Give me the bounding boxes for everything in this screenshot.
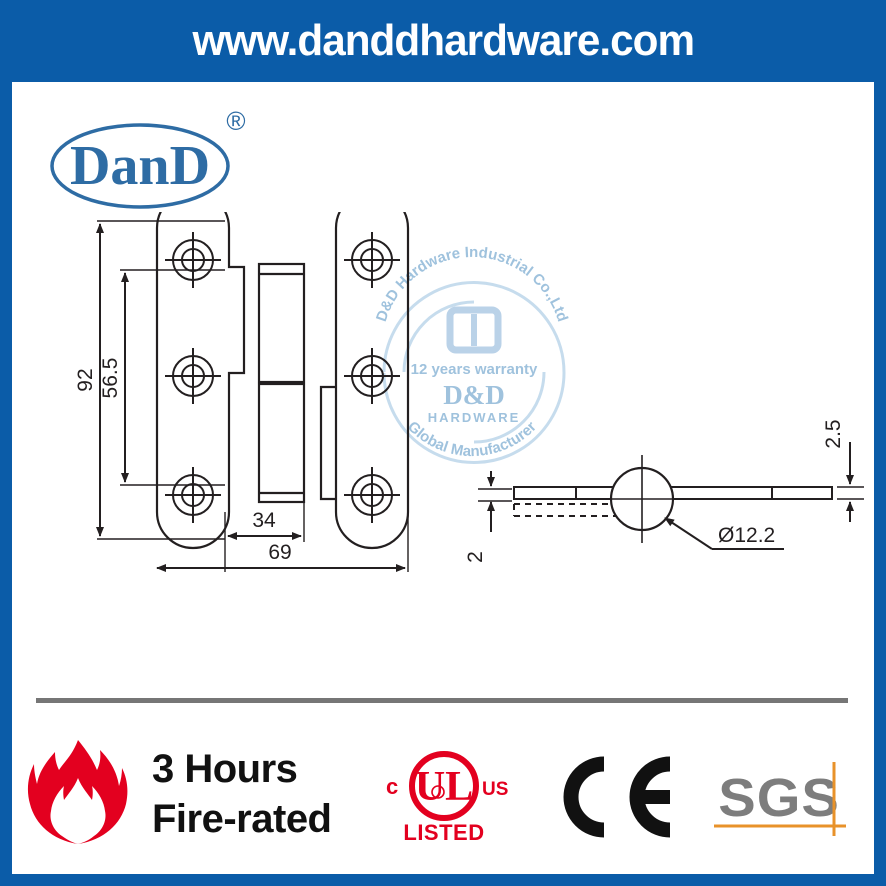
watermark-ring (382, 281, 566, 464)
dimension-2: 2 (464, 471, 512, 563)
flame-icon-svg (27, 740, 128, 844)
ce-logo-svg (563, 756, 671, 838)
fire-rating-line2: Fire-rated (152, 797, 332, 841)
left-leaf-outline (155, 190, 246, 550)
ul-logo-svg: c UL US LISTED (386, 751, 508, 845)
watermark-inner-arc-2 (473, 371, 546, 444)
knuckle-lower (257, 382, 306, 504)
screw-hole-left-top (163, 230, 223, 290)
dimension-69: 69 (156, 541, 406, 572)
ul-prefix-c: c (386, 774, 398, 799)
watermark-logo-icon (446, 306, 502, 354)
dimension-56-5-label: 56.5 (99, 358, 122, 399)
watermark-warranty: 12 years warranty (411, 361, 538, 378)
right-leaf-outline (319, 190, 410, 550)
dimension-2-5: 2.5 (822, 419, 864, 522)
watermark-brand: D&D (443, 380, 505, 410)
sgs-wordmark: SGS (718, 767, 840, 828)
ce-letter-c (563, 756, 605, 838)
dimension-92: 92 (74, 223, 104, 537)
registered-trademark-icon: ® (226, 106, 245, 136)
knuckle-upper (257, 262, 306, 384)
website-url: www.danddhardware.com (192, 16, 695, 65)
screw-hole-left-bottom (163, 465, 223, 525)
logo-svg: DanD ® (50, 106, 246, 209)
dimension-92-label: 92 (74, 368, 97, 391)
ul-listed-label: LISTED (403, 820, 484, 845)
ul-mark: UL (415, 764, 473, 810)
fire-rating-text: 3 Hours Fire-rated (152, 744, 332, 844)
dimension-2-5-label: 2.5 (822, 419, 845, 448)
screw-hole-right-bottom (342, 465, 402, 525)
dimension-56-5: 56.5 (99, 272, 129, 483)
front-view (155, 190, 410, 550)
side-leaf-right-solid (663, 486, 833, 500)
dimension-69-label: 69 (268, 541, 291, 564)
front-view-extension-lines (97, 220, 409, 572)
ce-mark-logo (552, 754, 682, 840)
ul-listed-logo: c UL US LISTED (382, 748, 522, 848)
fire-rating-line1: 3 Hours (152, 747, 298, 791)
logo-wordmark: DanD (70, 135, 210, 197)
diameter-leader (664, 517, 784, 550)
dimension-diameter-label: Ø12.2 (718, 524, 775, 547)
screw-hole-left-middle (163, 346, 223, 406)
section-divider (36, 698, 848, 703)
ul-suffix-us: US (482, 779, 508, 800)
knuckle-centerlines (598, 455, 686, 543)
certification-strip: 3 Hours Fire-rated c UL US LISTED (12, 722, 874, 862)
dimension-34: 34 (227, 509, 302, 540)
watermark-inner-arc-1 (402, 300, 475, 373)
watermark-brand-sub: HARDWARE (428, 410, 521, 425)
sgs-logo-svg: SGS (714, 762, 846, 836)
dimension-34-label: 34 (252, 509, 276, 532)
flame-icon (26, 738, 130, 848)
watermark: D&D Hardware Industrial Co.,Ltd Global M… (373, 244, 571, 464)
ul-registered-icon (431, 785, 445, 799)
brand-logo: DanD ® (40, 104, 290, 214)
screw-hole-right-top (342, 230, 402, 290)
ul-circle (409, 751, 479, 821)
side-view: Ø12.2 2 2.5 (464, 419, 864, 563)
header-banner: www.danddhardware.com (0, 0, 886, 82)
content-panel: DanD ® (12, 82, 874, 874)
dimension-2-label: 2 (464, 551, 487, 563)
technical-drawing: D&D Hardware Industrial Co.,Ltd Global M… (12, 190, 874, 682)
sgs-logo: SGS (712, 760, 862, 840)
screw-hole-right-middle (342, 346, 402, 406)
drawing-svg: D&D Hardware Industrial Co.,Ltd Global M… (74, 190, 864, 572)
logo-ellipse (50, 123, 230, 209)
ce-letter-e-bar (636, 790, 670, 804)
